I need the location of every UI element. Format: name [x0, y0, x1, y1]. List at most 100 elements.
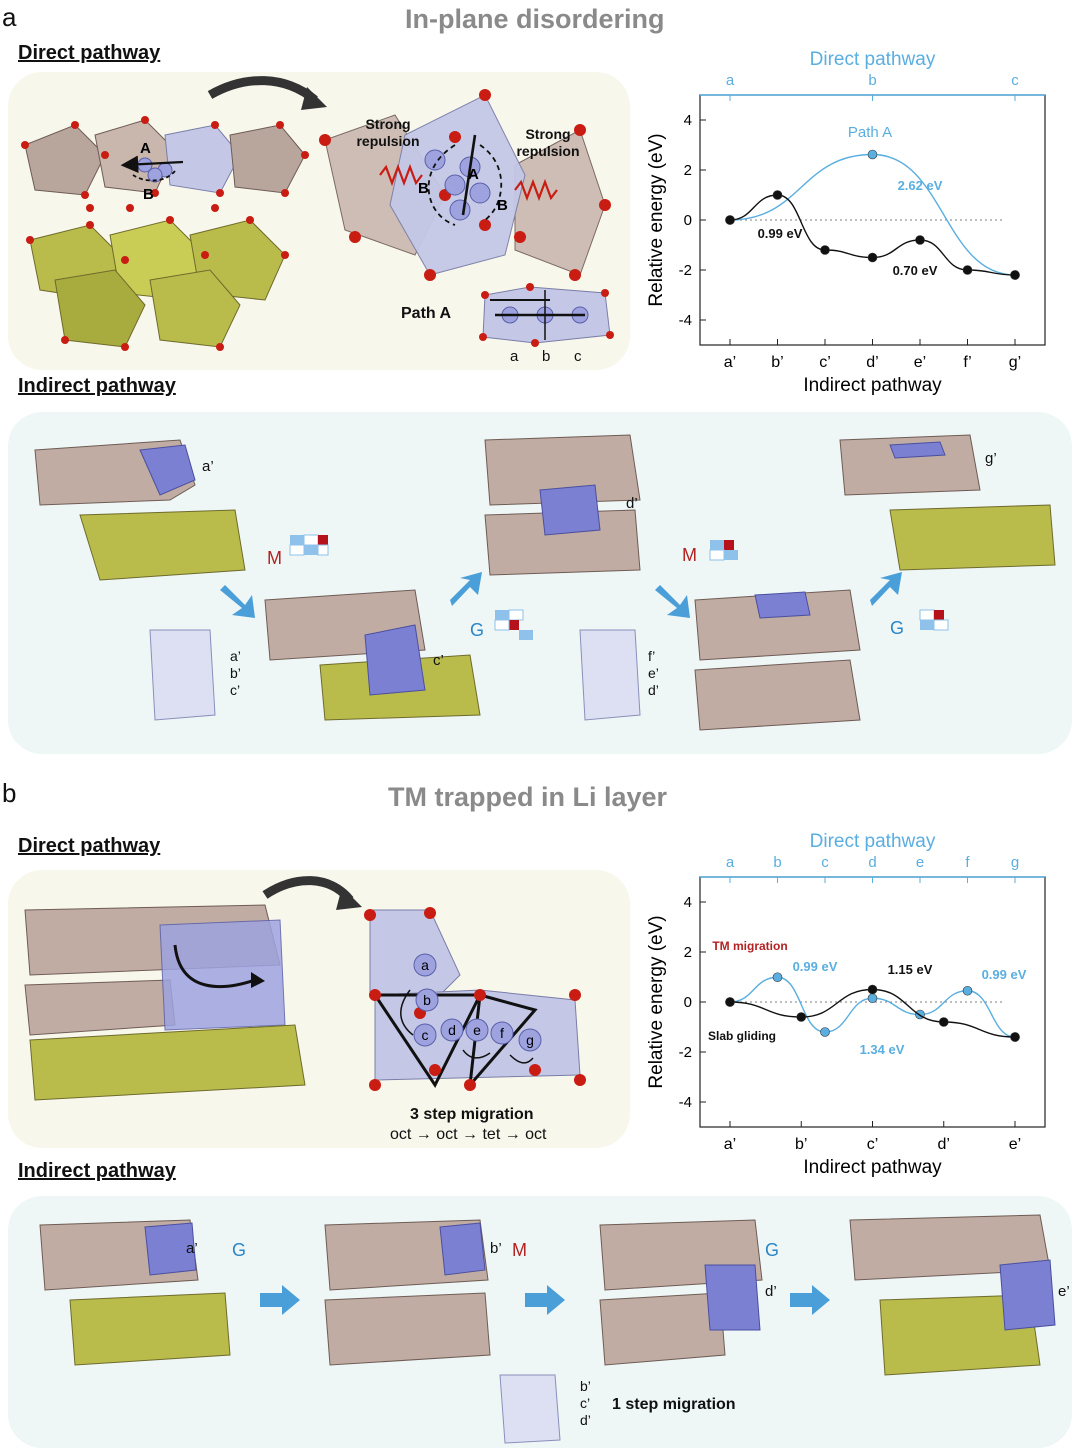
site-e: e: [473, 1022, 481, 1038]
indirect-label-g-prime: g’: [985, 450, 997, 467]
panel-b-indirect-heading: Indirect pathway: [18, 1160, 176, 1182]
panel-letter-b: b: [2, 778, 17, 808]
y-tick-label: 4: [684, 112, 692, 129]
top-tick-label: c: [821, 854, 829, 871]
panel-letter-a: a: [2, 2, 17, 32]
data-point: [962, 265, 973, 275]
data-point: [725, 997, 735, 1007]
x-axis-label: Indirect pathway: [803, 1157, 942, 1178]
data-point: [915, 235, 925, 245]
path-a-site-c: c: [574, 348, 582, 365]
site-b-zoom-left: B: [418, 180, 429, 197]
chart-annotation: 1.15 eV: [888, 962, 933, 977]
data-point: [796, 1012, 807, 1022]
bottom-tick-label: c’: [867, 1136, 879, 1153]
strong-repulsion-left: Strong repulsion: [356, 116, 420, 149]
indirect-label-d-prime: d’: [626, 495, 638, 512]
site-b: b: [423, 992, 431, 1008]
y-tick-label: -2: [679, 262, 692, 279]
bottom-tick-label: d’: [938, 1136, 950, 1153]
top-tick-label: b: [773, 854, 781, 871]
left-arrow-sites: a’b’c’: [230, 648, 241, 698]
step-letter-m-2: M: [682, 545, 697, 565]
chart-annotation: 1.34 eV: [860, 1042, 905, 1057]
b-arrow-sites: b’c’d’: [580, 1378, 591, 1428]
y-tick-label: -2: [679, 1044, 692, 1061]
b-step-letter-g-2: G: [765, 1240, 780, 1260]
path-a-inset: [479, 283, 614, 347]
y-tick-label: 2: [684, 944, 692, 961]
site-a-zoom: A: [468, 166, 479, 183]
data-point: [772, 190, 783, 200]
data-point: [867, 984, 878, 995]
right-arrow-sites: f’e’d’: [648, 648, 659, 698]
top-tick-label: a: [726, 854, 735, 871]
top-axis-title: Direct pathway: [810, 831, 936, 852]
lower-octahedral-layer: [29, 219, 286, 348]
path-a-site-a: a: [510, 348, 519, 365]
chart-annotation: 0.99 eV: [758, 226, 803, 241]
y-axis-label: Relative energy (eV): [646, 915, 667, 1088]
bottom-tick-label: a’: [724, 354, 736, 371]
y-axis-label: Relative energy (eV): [646, 133, 667, 306]
upper-octahedral-layer: [24, 119, 306, 196]
site-b-zoom-right: B: [497, 197, 508, 214]
bottom-tick-label: e’: [914, 354, 926, 371]
path-a-site-b: b: [542, 348, 551, 365]
b-indirect-label-a-prime: a’: [186, 1240, 198, 1257]
migration-sequence: oct → oct → tet → oct: [390, 1126, 547, 1143]
bottom-tick-label: b’: [795, 1136, 807, 1153]
b-indirect-label-d-prime: d’: [765, 1283, 777, 1300]
data-point: [1010, 270, 1020, 280]
top-tick-label: d: [868, 854, 876, 871]
site-f: f: [500, 1025, 504, 1041]
strong-repulsion-right: Strong repulsion: [516, 126, 580, 159]
bottom-tick-label: c’: [819, 354, 831, 371]
migration-title: 3 step migration: [410, 1106, 534, 1123]
chart-annotation: 0.99 eV: [982, 967, 1027, 982]
panel-a-direct-crystal-image: A B A B B: [21, 76, 614, 351]
site-a-left: A: [140, 140, 151, 157]
top-tick-label: c: [1011, 72, 1019, 89]
indirect-label-c-prime: c’: [433, 652, 444, 669]
panel-b-direct-heading: Direct pathway: [18, 835, 161, 857]
chart-annotation: Slab gliding: [708, 1029, 776, 1043]
top-axis-title: Direct pathway: [810, 49, 936, 70]
data-point: [725, 215, 735, 225]
b-indirect-label-e-prime: e’: [1058, 1283, 1070, 1300]
bottom-tick-label: g’: [1009, 354, 1021, 371]
panel-a-indirect-heading: Indirect pathway: [18, 375, 176, 397]
series-name-path-a: Path A: [848, 124, 892, 141]
data-point: [867, 993, 878, 1004]
chart-annotation: TM migration: [712, 939, 787, 953]
step-letter-g-1: G: [470, 620, 485, 640]
y-tick-label: 0: [684, 212, 692, 229]
bottom-tick-label: d’: [866, 354, 878, 371]
step-letter-m-1: M: [267, 548, 282, 568]
y-tick-label: -4: [679, 312, 692, 329]
b-step-letter-m-1: M: [512, 1240, 527, 1260]
data-point: [938, 1017, 949, 1027]
site-g: g: [526, 1032, 534, 1048]
data-point: [1010, 1032, 1020, 1042]
y-tick-label: 4: [684, 894, 692, 911]
data-point: [820, 1027, 830, 1037]
bottom-tick-label: a’: [724, 1136, 736, 1153]
y-tick-label: -4: [679, 1094, 692, 1111]
one-step-migration: 1 step migration: [612, 1396, 736, 1413]
chart-annotation: 0.70 eV: [893, 263, 938, 278]
panel-a-title: In-plane disordering: [405, 4, 665, 34]
top-tick-label: b: [868, 72, 876, 89]
data-point: [867, 149, 878, 160]
b-indirect-label-b-prime: b’: [490, 1240, 502, 1257]
data-point: [867, 252, 878, 263]
data-point: [772, 972, 783, 983]
bottom-tick-label: e’: [1009, 1136, 1021, 1153]
y-tick-label: 0: [684, 994, 692, 1011]
indirect-label-a-prime: a’: [202, 458, 214, 475]
panel-b-direct-crystal-image: a b c d e f g: [24, 876, 586, 1101]
data-point: [962, 985, 973, 996]
panel-a-indirect-crystal-image: [34, 434, 1056, 731]
top-tick-label: g: [1011, 854, 1019, 871]
